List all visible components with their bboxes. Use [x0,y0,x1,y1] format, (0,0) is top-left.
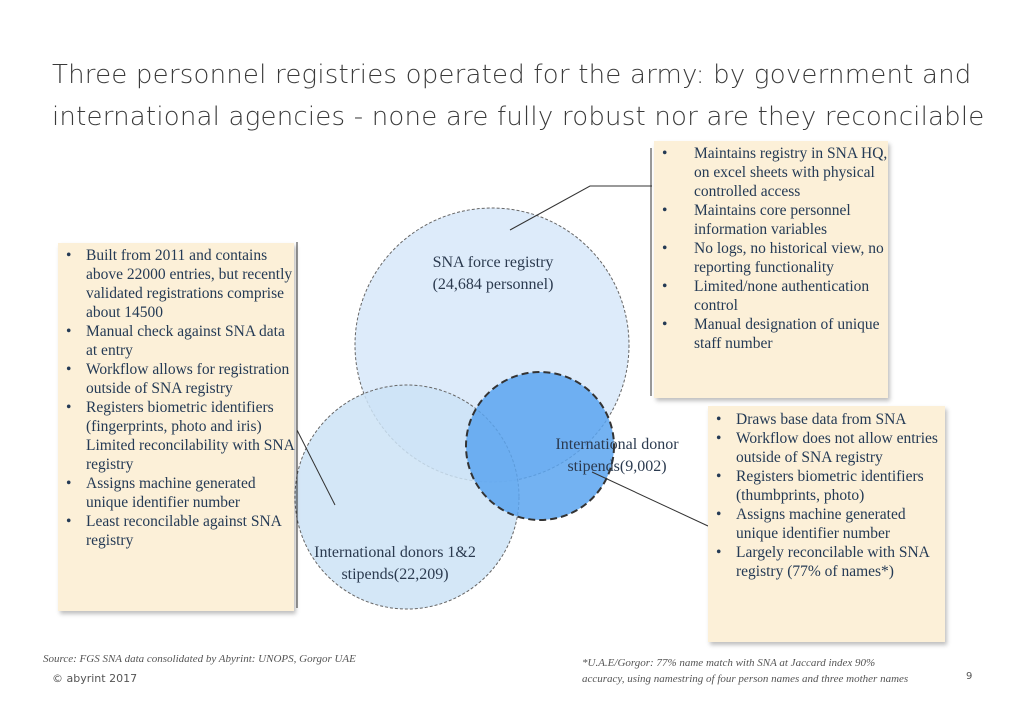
donors12-note: Assigns machine generated unique identif… [58,474,294,512]
copyright: © abyrint 2017 [52,672,138,685]
footnote-line2: accuracy, using namestring of four perso… [582,673,909,685]
donors12-note: Manual check against SNA data at entry [58,322,294,360]
donor-note: Registers biometric identifiers (thumbpr… [708,467,945,505]
sna-note: Manual designation of unique staff numbe… [654,315,888,353]
donors12-label-line2: stipends(22,209) [341,566,449,583]
page-number: 9 [966,671,973,682]
source-note: Source: FGS SNA data consolidated by Aby… [43,653,356,665]
donors12-circle-label: International donors 1&2 stipends(22,209… [314,542,476,586]
sna-circle-label: SNA force registry (24,684 personnel) [433,252,554,296]
slide-title: Three personnel registries operated for … [52,60,985,132]
donor-label-line1: International donor [555,436,679,453]
donors12-label-line1: International donors 1&2 [314,544,476,561]
donor-circle [465,371,615,521]
donors12-note: Workflow allows for registration outside… [58,360,294,398]
donor-note: Workflow does not allow entries outside … [708,429,945,467]
donors12-note: Built from 2011 and contains above 22000… [58,246,294,322]
sna-label-line2: (24,684 personnel) [432,276,554,293]
donors12-note: Least reconcilable against SNA registry [58,512,294,550]
sna-note: Maintains registry in SNA HQ, on excel s… [654,144,888,201]
donor-label-line2: stipends(9,002) [567,458,667,475]
connector-sna [509,185,652,231]
connector-donors12 [296,429,336,506]
footnote: *U.A.E/Gorgor: 77% name match with SNA a… [582,655,908,687]
sna-note: Maintains core personnel information var… [654,201,888,239]
sna-note: Limited/none authentication control [654,277,888,315]
donor-note: Draws base data from SNA [708,410,945,429]
donor-note: Largely reconcilable with SNA registry (… [708,543,945,581]
footnote-line1: *U.A.E/Gorgor: 77% name match with SNA a… [582,657,876,669]
donor-notes-box: Draws base data from SNA Workflow does n… [708,406,945,642]
donor-circle-label: International donor stipends(9,002) [555,434,678,478]
donor-note: Assigns machine generated unique identif… [708,505,945,543]
donors12-notes-box: Built from 2011 and contains above 22000… [58,243,294,611]
donors12-note: Registers biometric identifiers (fingerp… [58,398,294,474]
connector-donor [591,471,709,527]
sna-notes-box: Maintains registry in SNA HQ, on excel s… [654,141,888,398]
sna-note: No logs, no historical view, no reportin… [654,239,888,277]
sna-label-line1: SNA force registry [432,254,554,271]
